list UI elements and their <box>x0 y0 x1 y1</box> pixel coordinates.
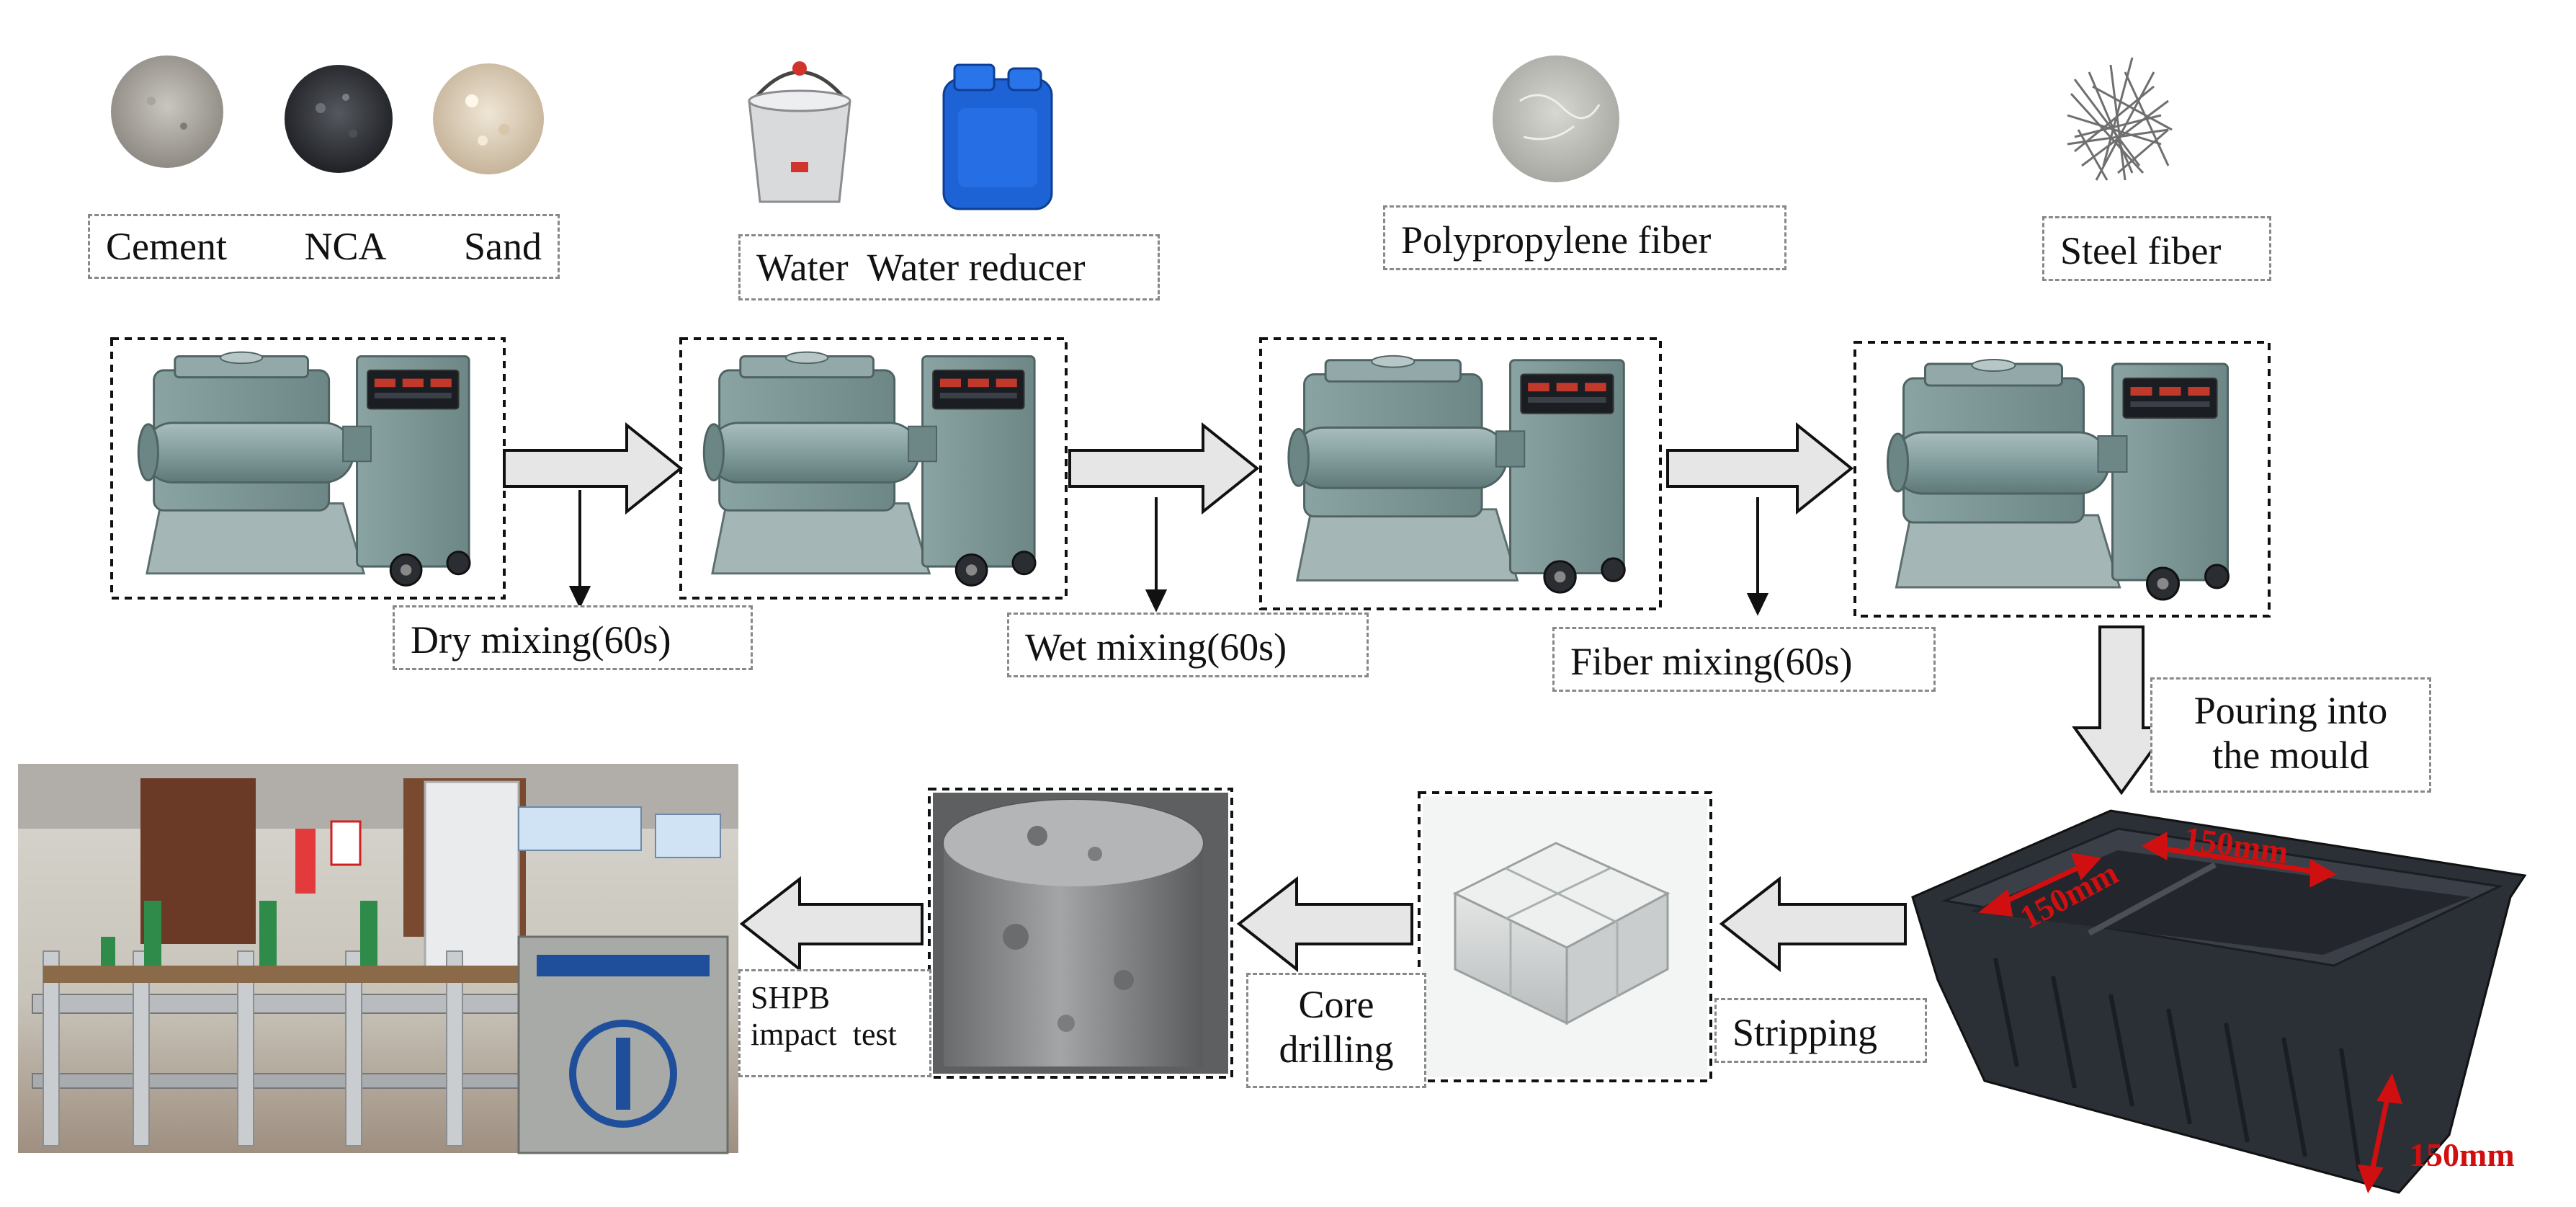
water-reducer-jug-image <box>942 63 1053 210</box>
arrow-down-pouring <box>2072 625 2171 796</box>
polypropylene-fiber-image <box>1493 55 1619 182</box>
bucket-image <box>748 61 851 203</box>
mixer-2 <box>679 337 1068 600</box>
arrow-left-stripping <box>1719 876 1907 973</box>
dry-mixing-label: Dry mixing(60s) <box>393 605 753 670</box>
arrow-right-3 <box>1666 422 1854 515</box>
ingredient-label-cement-nca-sand: Cement NCA Sand <box>88 214 560 279</box>
sand-label: Sand <box>463 224 542 268</box>
pouring-label-line2: the mould <box>2212 734 2369 778</box>
pouring-label-line1: Pouring into <box>2193 689 2388 732</box>
core-sample-image <box>928 788 1233 1079</box>
core-drilling-label: Core drilling <box>1246 973 1426 1088</box>
mixer-3 <box>1259 337 1662 610</box>
fiber-mixing-label: Fiber mixing(60s) <box>1552 627 1936 692</box>
arrow-down-dry <box>568 490 591 609</box>
mixer-1 <box>110 337 506 600</box>
arrow-left-core <box>1236 876 1413 973</box>
pouring-into-mould-label: Pouring into the mould <box>2150 677 2431 793</box>
arrow-down-fiber <box>1746 497 1769 616</box>
arrow-right-2 <box>1068 422 1260 515</box>
nca-label: NCA <box>304 224 387 268</box>
stripping-label: Stripping <box>1714 998 1927 1063</box>
mould-dim-height: 150mm <box>2410 1136 2515 1173</box>
steel-fiber-image <box>2067 57 2173 181</box>
arrow-down-wet <box>1145 497 1168 613</box>
ingredient-label-water: Water Water reducer <box>738 234 1160 300</box>
polypropylene-fiber-label: Polypropylene fiber <box>1383 205 1786 270</box>
stripped-cubes-image <box>1418 791 1712 1082</box>
steel-fiber-label: Steel fiber <box>2042 216 2271 281</box>
core-label-line2: drilling <box>1279 1028 1394 1072</box>
water-label: Water <box>756 245 849 289</box>
shpb-lab-image <box>18 764 738 1154</box>
sand-image <box>433 63 544 174</box>
mixer-4 <box>1853 341 2271 618</box>
wet-mixing-label: Wet mixing(60s) <box>1007 613 1369 677</box>
nca-image <box>285 65 393 173</box>
core-label-line1: Core <box>1298 983 1374 1026</box>
arrow-right-1 <box>503 422 684 515</box>
water-reducer-label: Water reducer <box>867 245 1086 289</box>
shpb-impact-test-label: SHPB impact test <box>738 969 931 1077</box>
shpb-label-line1: SHPB <box>751 980 831 1015</box>
arrow-left-shpb <box>739 876 923 973</box>
shpb-label-line2: impact test <box>751 1016 897 1052</box>
cement-image <box>111 55 223 168</box>
mould-image: 150mm 150mm 150mm <box>1911 809 2527 1194</box>
cement-label: Cement <box>106 224 227 268</box>
